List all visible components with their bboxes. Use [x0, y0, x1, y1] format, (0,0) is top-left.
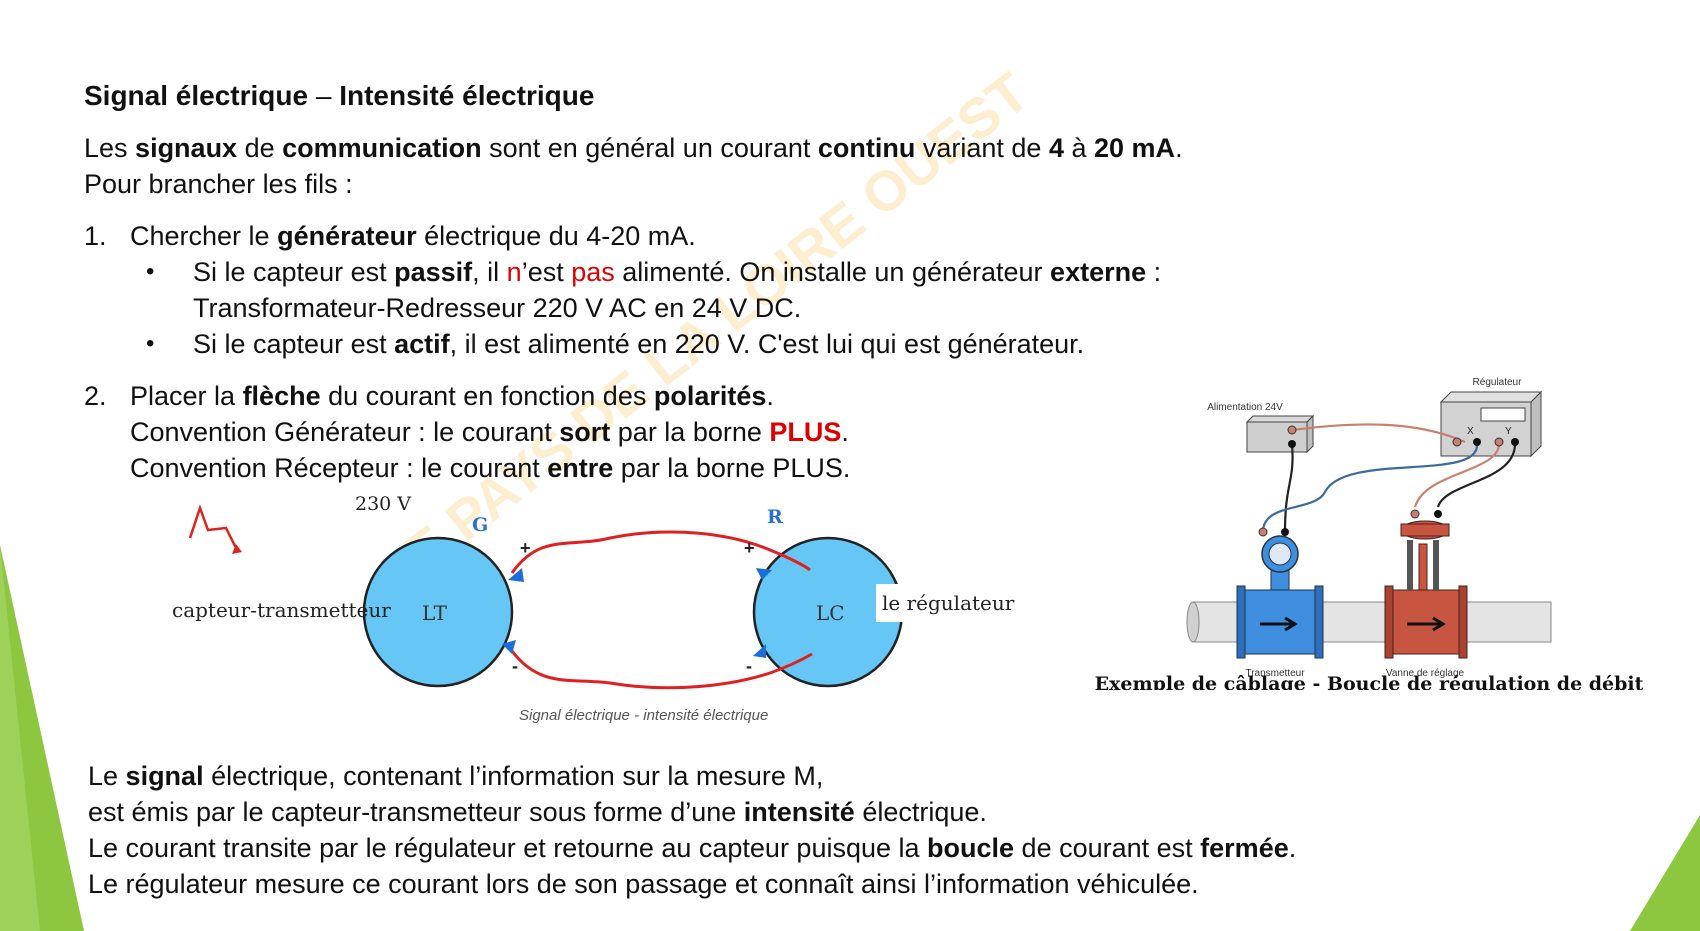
bullet-1: •	[146, 258, 155, 285]
conclusion-line-3: Le courant transite par le régulateur et…	[88, 833, 1297, 863]
conclusion-line-2: est émis par le capteur-transmetteur sou…	[88, 797, 987, 827]
right-label-box	[876, 584, 1026, 622]
plus-right: +	[744, 538, 755, 558]
minus-right: -	[746, 656, 752, 676]
lt-label: LT	[422, 601, 448, 625]
item-2-line-2: Convention Générateur : le courant sort …	[130, 417, 849, 447]
conclusion-paragraph: Le signal électrique, contenant l’inform…	[88, 758, 1296, 902]
bullet-2-text: Si le capteur est actif, il est alimenté…	[193, 329, 1085, 359]
arrow-bottom-left	[502, 640, 516, 654]
intro-line-2: Pour brancher les fils :	[84, 169, 353, 199]
bullet-1-text-line-2: Transformateur-Redresseur 220 V AC en 24…	[193, 293, 802, 323]
valve-label: Vanne de réglage	[1386, 668, 1465, 679]
left-green-triangle	[0, 545, 84, 931]
right-label: le régulateur	[882, 591, 1015, 615]
left-label: capteur-transmetteur	[172, 598, 391, 622]
conclusion-line-1: Le signal électrique, contenant l’inform…	[88, 761, 824, 791]
item-2-number: 2.	[84, 381, 107, 411]
item-2-line-1: Placer la flèche du courant en fonction …	[130, 381, 774, 411]
transmitter-label: Transmetteur	[1245, 668, 1305, 679]
supply-arrowhead	[232, 544, 242, 554]
wiring-caption: Exemple de câblage - Boucle de régulatio…	[1095, 673, 1644, 690]
voltage-label: 230 V	[355, 493, 411, 515]
item-1-text: Chercher le générateur électrique du 4-2…	[130, 221, 696, 251]
generator-letter: G	[472, 514, 488, 536]
bullet-2: •	[146, 330, 155, 357]
power-supply-box	[1246, 421, 1308, 453]
top-wire	[510, 530, 811, 574]
current-loop-diagram: 230 V G R LT LC + + - - capteur-transmet…	[158, 493, 1026, 724]
arrow-bottom-right	[753, 644, 766, 658]
power-supply-label: Alimentation 24V	[1207, 402, 1283, 413]
conclusion-line-4: Le régulateur mesure ce courant lors de …	[88, 869, 1199, 899]
x-terminal-label: X	[1467, 426, 1474, 437]
wiring-example-diagram: Alimentation 24V Régulateur X Y Transmet…	[1095, 377, 1644, 690]
page-title: Signal électrique – Intensité électrique	[84, 80, 595, 111]
item-1-number: 1.	[84, 221, 107, 251]
right-green-triangle	[1630, 815, 1700, 931]
item-2-line-3: Convention Récepteur : le courant entre …	[130, 453, 851, 483]
diagram-caption: Signal électrique - intensité électrique	[519, 707, 768, 724]
regulator-display	[1480, 407, 1526, 422]
left-label-box	[158, 591, 360, 629]
lc-label: LC	[816, 601, 845, 625]
arrow-top-left	[508, 568, 524, 582]
minus-left: -	[512, 656, 518, 676]
supply-lightning	[188, 504, 238, 549]
bullet-1-text: Si le capteur est passif, il n’est pas a…	[193, 257, 1162, 287]
plus-left: +	[520, 538, 531, 558]
intro-line-1: Les signaux de communication sont en gén…	[84, 133, 1183, 163]
receiver-letter: R	[767, 506, 783, 528]
arrow-top-right	[756, 568, 772, 580]
transmitter-circle	[362, 536, 514, 688]
regulator-label: Régulateur	[1473, 377, 1523, 388]
y-terminal-label: Y	[1505, 426, 1512, 437]
bottom-wire	[510, 650, 813, 690]
